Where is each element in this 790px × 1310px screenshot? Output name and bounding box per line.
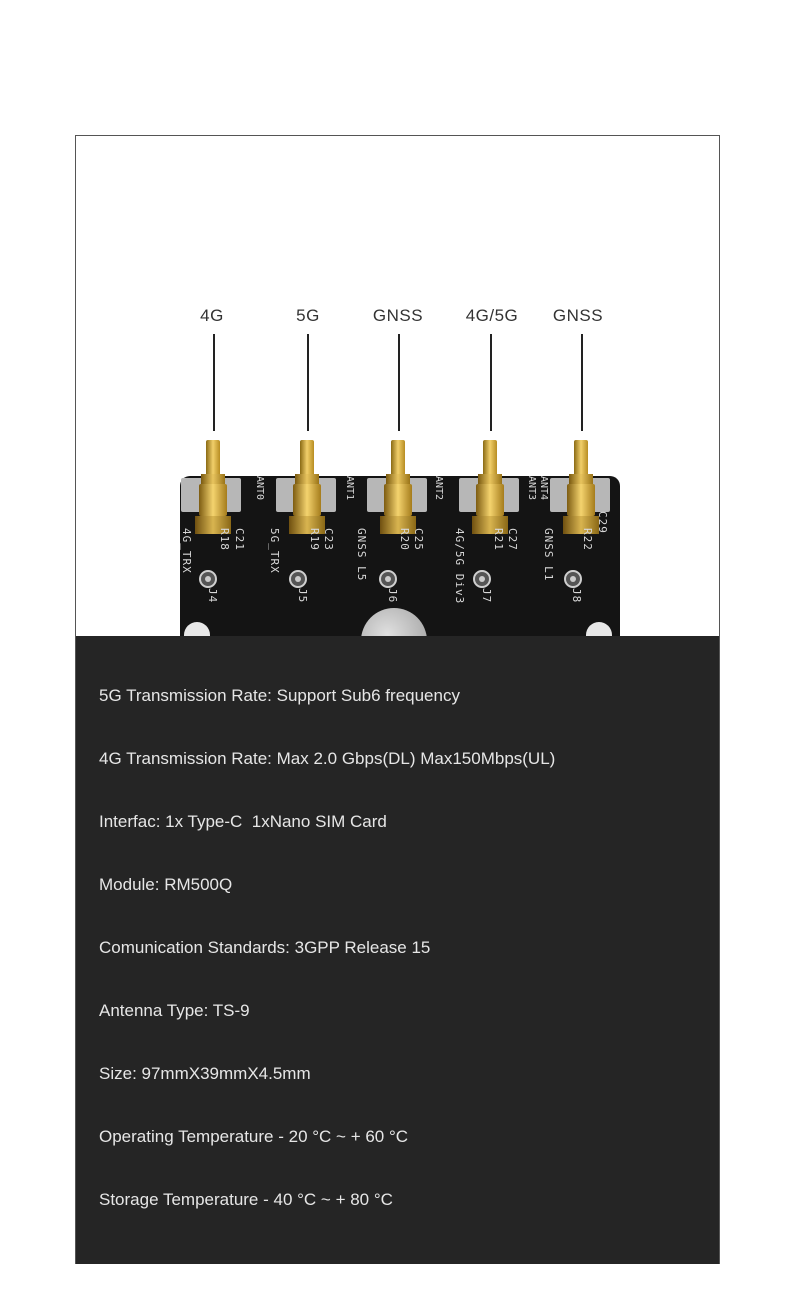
silk-ant3: ANT3 — [526, 476, 537, 501]
silk-r18: R18 — [218, 528, 231, 551]
spec-standards: Comunication Standards: 3GPP Release 15 — [99, 938, 431, 957]
silk-j4: J4 — [206, 588, 219, 604]
silk-ant1: ANT1 — [344, 476, 355, 501]
silk-c25: C25 — [412, 528, 425, 551]
silk-port-gnss-l1: GNSS L1 — [542, 528, 555, 582]
mounting-hole — [184, 622, 210, 636]
sma-connector — [380, 440, 416, 534]
spec-operating-temp: Operating Temperature - 20 °C ~ + 60 °C — [99, 1127, 409, 1146]
silk-j8: J8 — [570, 588, 583, 604]
sma-connector — [472, 440, 508, 534]
leader-line — [213, 334, 215, 431]
leader-line — [490, 334, 492, 431]
spec-module: Module: RM500Q — [99, 875, 233, 894]
silk-ant0: ANT0 — [254, 476, 265, 501]
silk-ant2: ANT2 — [433, 476, 444, 501]
ufl-socket — [379, 570, 397, 588]
sma-connector — [195, 440, 231, 534]
product-frame: 4G 5G GNSS 4G/5G GNSS ANT0 ANT1 ANT2 ANT… — [75, 135, 720, 1264]
silk-port-5g-trx: 5G_TRX — [268, 528, 281, 574]
product-photo: 4G 5G GNSS 4G/5G GNSS ANT0 ANT1 ANT2 ANT… — [76, 136, 719, 636]
antenna-label-4g-5g: 4G/5G — [465, 306, 519, 325]
silk-ant4: ANT4 — [538, 476, 549, 501]
leader-line — [581, 334, 583, 431]
ufl-socket — [199, 570, 217, 588]
mounting-hole — [586, 622, 612, 636]
sma-connector — [289, 440, 325, 534]
sma-connector — [563, 440, 599, 534]
antenna-label-gnss-2: GNSS — [552, 306, 604, 325]
spec-panel: 5G Transmission Rate: Support Sub6 frequ… — [76, 636, 719, 1264]
silk-port-4g-trx: 4G_TRX — [180, 528, 193, 574]
antenna-label-gnss: GNSS — [372, 306, 424, 325]
spec-5g-rate: 5G Transmission Rate: Support Sub6 frequ… — [99, 686, 460, 705]
antenna-label-5g: 5G — [296, 306, 320, 325]
silk-c29: C29 — [596, 511, 609, 534]
ufl-socket — [564, 570, 582, 588]
silk-r21: R21 — [492, 528, 505, 551]
silk-c23: C23 — [322, 528, 335, 551]
silk-port-div3: 4G/5G Div3 — [453, 528, 466, 605]
spec-interface: Interfac: 1x Type-C 1xNano SIM Card — [99, 812, 387, 831]
spec-antenna-type: Antenna Type: TS-9 — [99, 1001, 250, 1020]
silk-port-gnss-l5: GNSS L5 — [355, 528, 368, 582]
ufl-socket — [289, 570, 307, 588]
silk-j7: J7 — [480, 588, 493, 604]
antenna-label-4g: 4G — [200, 306, 224, 325]
ufl-socket — [473, 570, 491, 588]
silk-r20: R20 — [398, 528, 411, 551]
silk-c27: C27 — [506, 528, 519, 551]
spec-storage-temp: Storage Temperature - 40 °C ~ + 80 °C — [99, 1190, 393, 1209]
leader-line — [398, 334, 400, 431]
spec-size: Size: 97mmX39mmX4.5mm — [99, 1064, 311, 1083]
silk-c21: C21 — [233, 528, 246, 551]
silk-r19: R19 — [308, 528, 321, 551]
silk-j5: J5 — [296, 588, 309, 604]
silk-j6: J6 — [386, 588, 399, 604]
leader-line — [307, 334, 309, 431]
spec-4g-rate: 4G Transmission Rate: Max 2.0 Gbps(DL) M… — [99, 749, 556, 768]
silk-r22: R22 — [581, 528, 594, 551]
